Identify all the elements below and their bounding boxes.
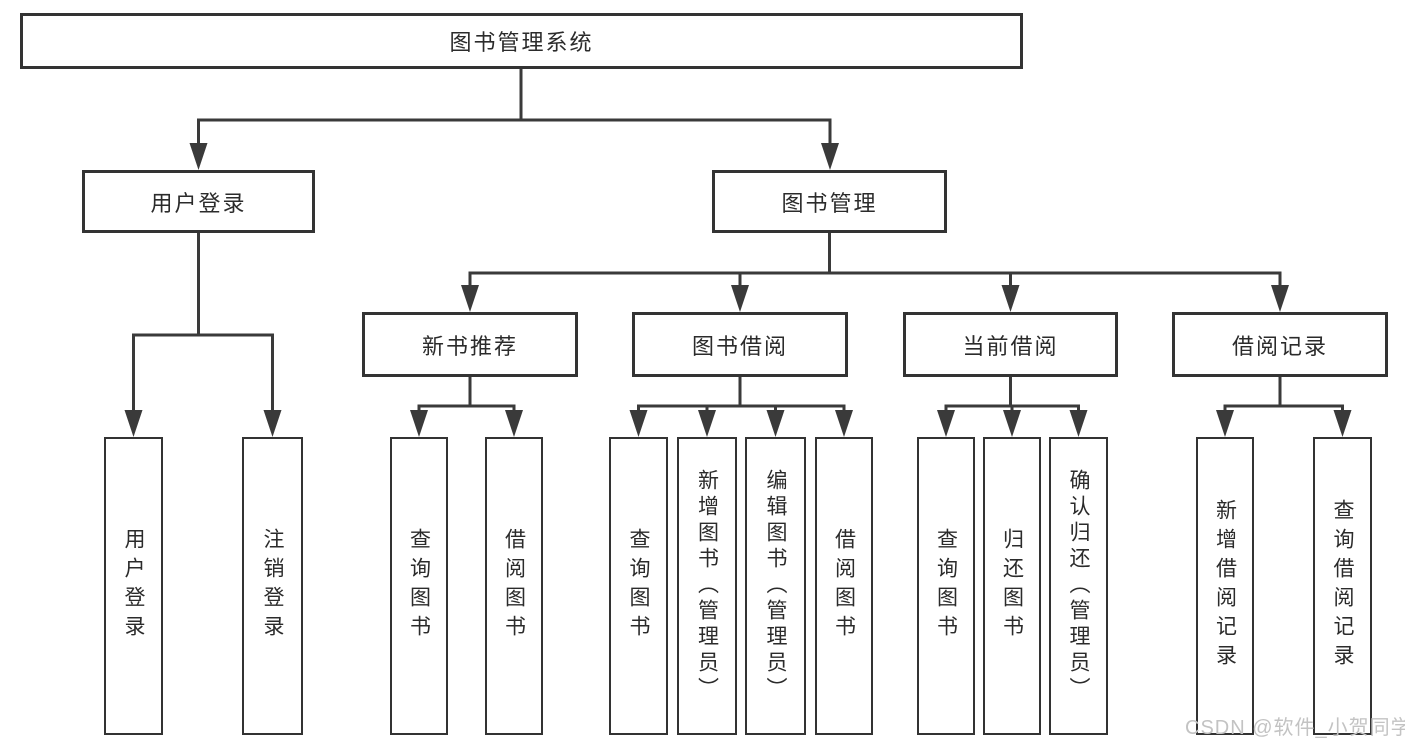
leaf-return-books: 归还图书 — [983, 437, 1041, 735]
leaf-user-login: 用户登录 — [104, 437, 163, 735]
leaf-add-borrow-record: 新增借阅记录 — [1196, 437, 1254, 735]
node-library-management-system: 图书管理系统 — [20, 13, 1023, 69]
node-label: 借阅记录 — [1231, 333, 1328, 359]
leaf-label: 注销登录 — [261, 528, 284, 644]
leaf-label: 归还图书 — [1000, 528, 1024, 644]
leaf-label: 查询图书 — [627, 528, 650, 644]
leaf-label: 借阅图书 — [832, 528, 856, 644]
watermark-text: CSDN @软件_小贺同学 — [1185, 717, 1405, 739]
leaf-borrow-books-1: 借阅图书 — [485, 437, 543, 735]
leaf-query-books-3: 查询图书 — [917, 437, 975, 735]
leaf-confirm-return-admin: 确认归还（管理员） — [1049, 437, 1108, 735]
leaf-label: 借阅图书 — [502, 528, 526, 644]
node-borrowing-records: 借阅记录 — [1172, 312, 1388, 377]
node-label: 图书管理 — [781, 190, 878, 216]
node-label: 图书借阅 — [691, 333, 788, 359]
leaf-add-books-admin: 新增图书（管理员） — [677, 437, 737, 735]
node-current-borrowing: 当前借阅 — [903, 312, 1118, 377]
leaf-label: 查询借阅记录 — [1331, 499, 1354, 673]
leaf-query-books-2: 查询图书 — [609, 437, 668, 735]
node-label: 当前借阅 — [962, 333, 1059, 359]
leaf-label: 用户登录 — [122, 528, 145, 644]
node-book-management: 图书管理 — [712, 170, 947, 233]
node-label: 图书管理系统 — [449, 30, 594, 55]
leaf-label: 编辑图书（管理员） — [764, 469, 787, 703]
leaf-label: 新增借阅记录 — [1213, 499, 1237, 673]
leaf-label: 新增图书（管理员） — [695, 469, 719, 703]
node-label: 新书推荐 — [421, 333, 518, 359]
leaf-edit-books-admin: 编辑图书（管理员） — [745, 437, 806, 735]
leaf-borrow-books-2: 借阅图书 — [815, 437, 873, 735]
node-user-login: 用户登录 — [82, 170, 315, 233]
leaf-label: 查询图书 — [407, 528, 431, 644]
leaf-label: 查询图书 — [934, 528, 958, 644]
leaf-query-borrow-record: 查询借阅记录 — [1313, 437, 1372, 735]
arrowheads — [124, 143, 1352, 437]
node-new-book-recommend: 新书推荐 — [362, 312, 578, 377]
leaf-query-books-1: 查询图书 — [390, 437, 448, 735]
leaf-logout: 注销登录 — [242, 437, 303, 735]
leaf-label: 确认归还（管理员） — [1067, 469, 1090, 703]
node-book-borrowing: 图书借阅 — [632, 312, 848, 377]
node-label: 用户登录 — [150, 190, 247, 216]
